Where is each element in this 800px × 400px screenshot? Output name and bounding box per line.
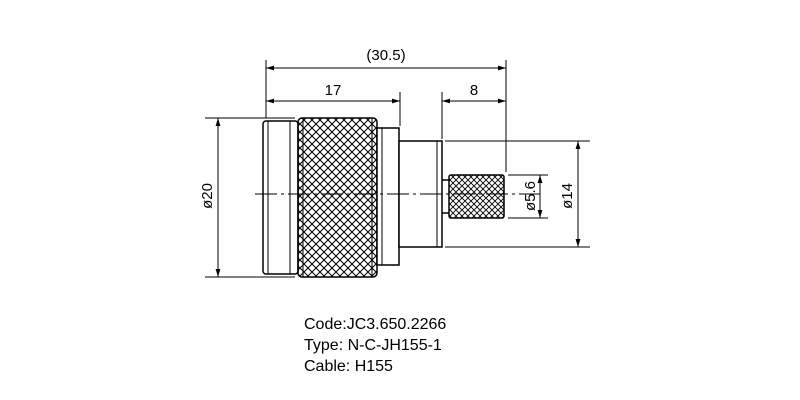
crimp-ferrule <box>448 174 505 219</box>
dim-body-diameter: ø20 <box>199 183 216 209</box>
part-code: Code:JC3.650.2266 <box>304 316 447 333</box>
dim-crimp-diameter: ø5.6 <box>522 181 539 211</box>
connector-drawing: (30.5) 17 8 ø20 ø5.6 ø14 <box>199 47 590 278</box>
dim-total-length: (30.5) <box>366 47 405 64</box>
dim-shell-diameter: ø14 <box>559 183 576 209</box>
part-cable: Cable: H155 <box>304 358 393 375</box>
part-info: Code:JC3.650.2266 Type: N-C-JH155-1 Cabl… <box>304 314 446 377</box>
part-type: Type: N-C-JH155-1 <box>304 337 442 354</box>
knurled-nut <box>297 117 378 278</box>
connector-outline <box>262 117 505 278</box>
dimension-lines <box>215 65 581 277</box>
rear-flange <box>376 127 400 266</box>
dim-crimp-length: 8 <box>470 82 478 99</box>
dim-body-length: 17 <box>325 82 342 99</box>
